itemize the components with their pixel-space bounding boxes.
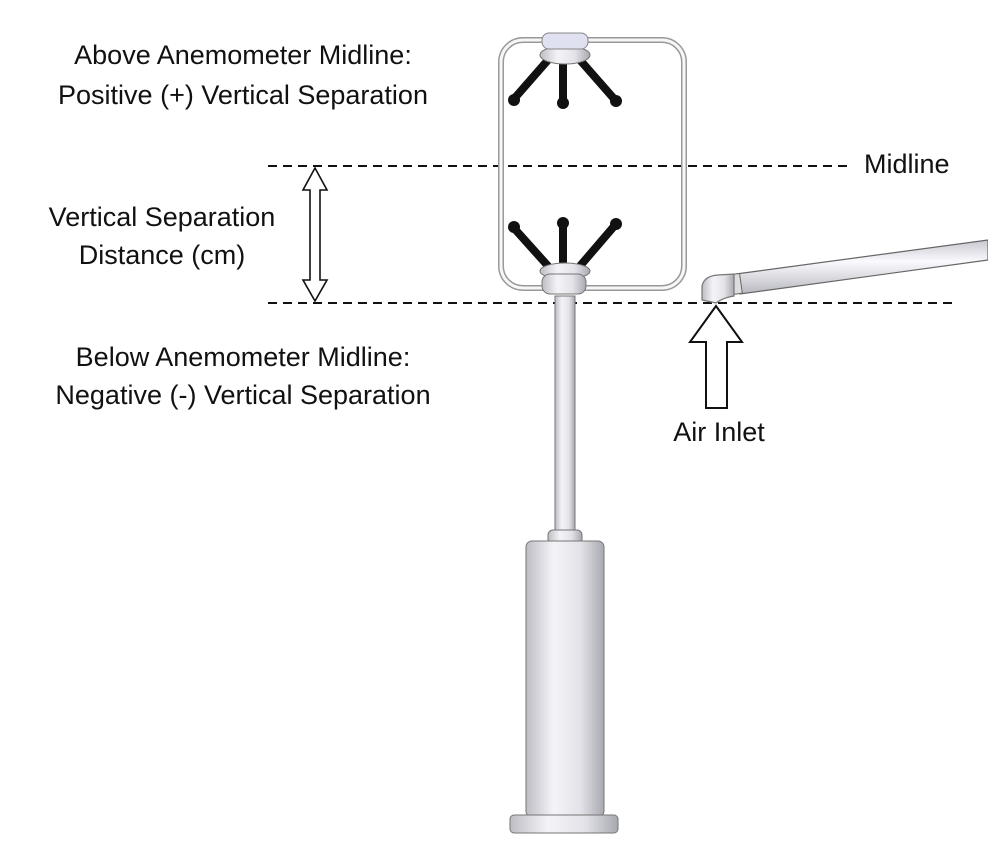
below-midline-label: Below Anemometer Midline:: [76, 342, 411, 372]
vertical-separation-label: Vertical Separation: [49, 202, 276, 232]
positive-separation-label: Positive (+) Vertical Separation: [58, 80, 428, 110]
negative-separation-label: Negative (-) Vertical Separation: [55, 380, 430, 410]
sonic-anemometer: [498, 32, 687, 295]
mounting-pole: [509, 295, 619, 834]
midline-label: Midline: [864, 149, 950, 179]
air-inlet-tube: [701, 239, 988, 304]
distance-units-label: Distance (cm): [79, 240, 246, 270]
air-inlet-label: Air Inlet: [673, 417, 765, 447]
double-arrow-icon: [301, 166, 329, 303]
up-arrow-icon: [688, 304, 744, 409]
above-midline-label: Above Anemometer Midline:: [74, 40, 412, 70]
